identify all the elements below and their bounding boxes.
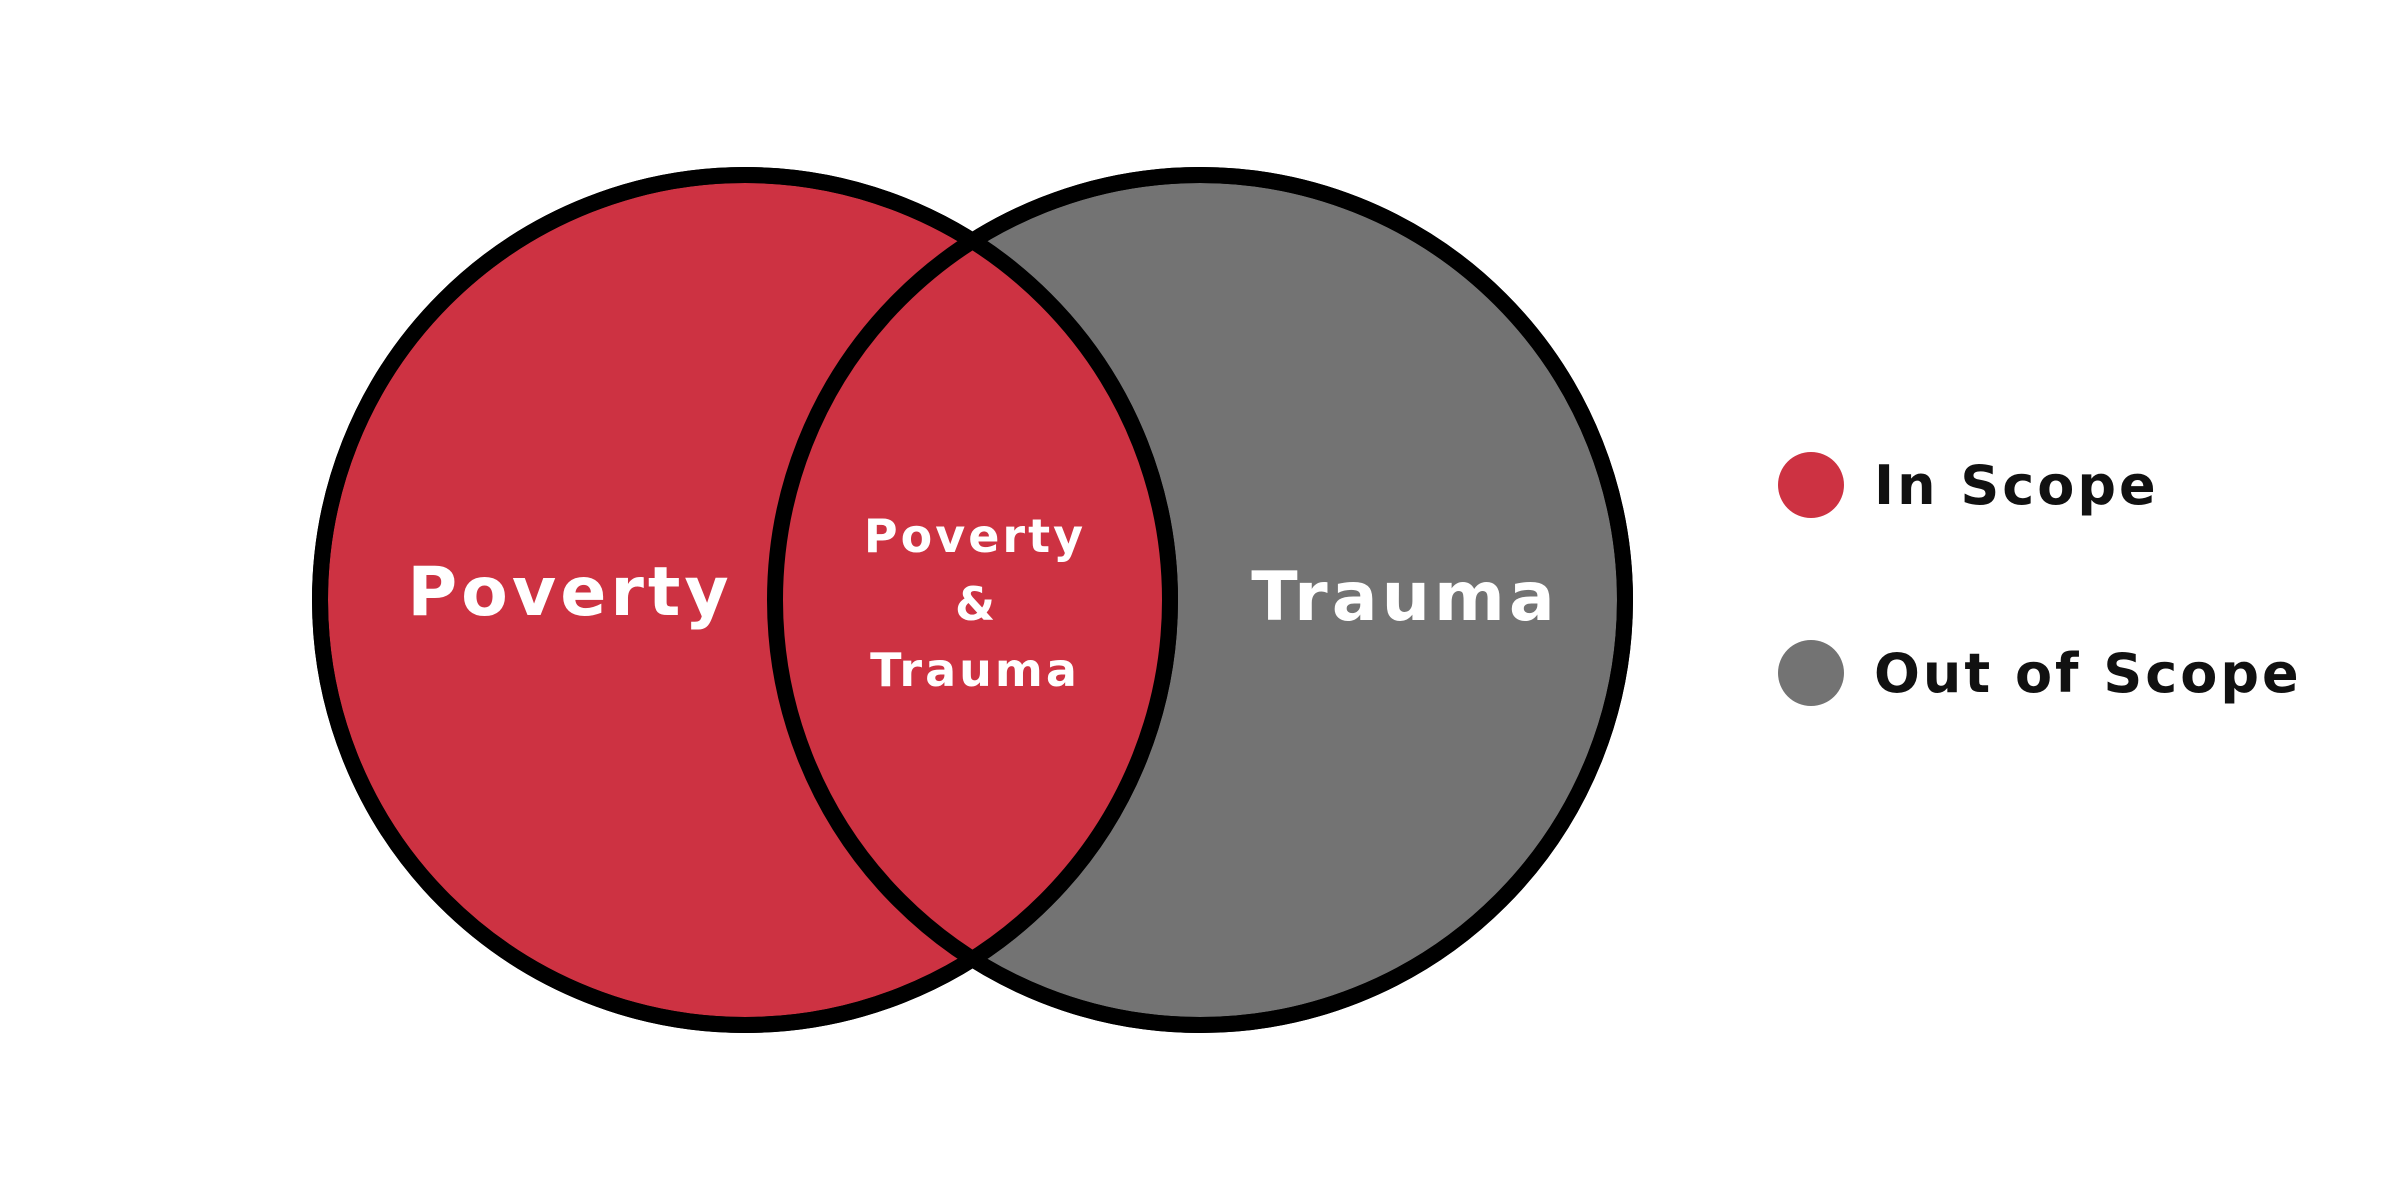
overlap-label-line2: & — [955, 577, 995, 631]
out-of-scope-swatch — [1778, 640, 1844, 706]
legend-item-in-scope: In Scope — [1778, 450, 2159, 520]
overlap-region — [775, 175, 1170, 1025]
poverty-circle-outline — [312, 167, 1178, 1033]
overlap-label-line1: Poverty — [864, 509, 1086, 563]
trauma-label: Trauma — [1251, 558, 1559, 637]
in-scope-swatch — [1778, 452, 1844, 518]
out-of-scope-label: Out of Scope — [1874, 641, 2302, 705]
legend-item-out-of-scope: Out of Scope — [1778, 638, 2302, 708]
overlap-label-line3: Trauma — [870, 643, 1080, 697]
trauma-circle-outline — [767, 167, 1633, 1033]
in-scope-label: In Scope — [1874, 453, 2159, 517]
poverty-label: Poverty — [407, 553, 732, 632]
